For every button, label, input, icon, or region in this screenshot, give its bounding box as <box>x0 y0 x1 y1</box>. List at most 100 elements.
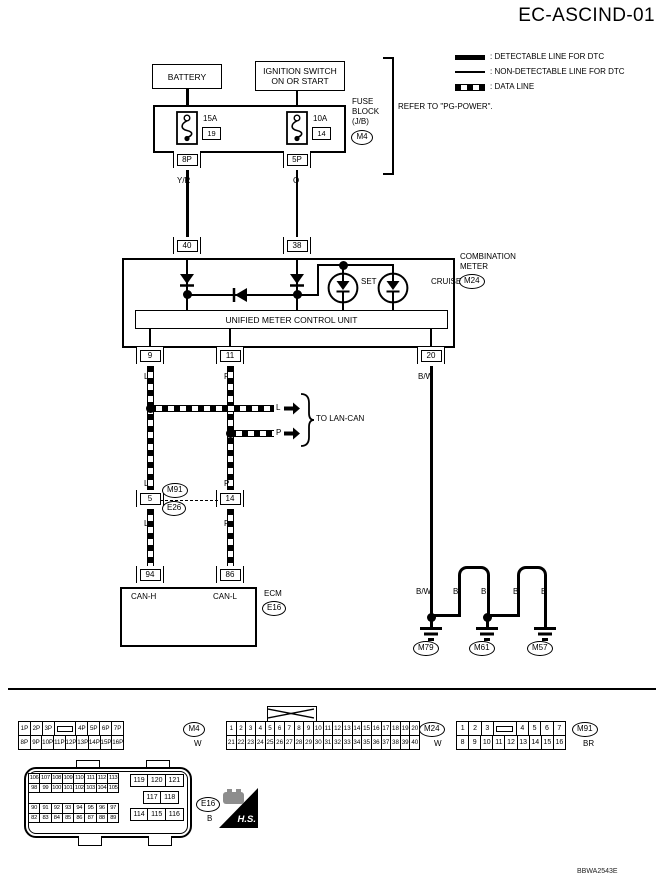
lan-p-label: P <box>276 428 282 437</box>
pin-cell: 4 <box>515 722 528 735</box>
pin-cell: 117 <box>142 791 162 804</box>
pin-cell: 30 <box>312 736 323 749</box>
fuse-section-bracket <box>383 57 394 175</box>
pin-cell: 1P <box>19 722 30 735</box>
ground-oval-m79: M79 <box>413 641 439 656</box>
meter-name-line2: METER <box>460 262 488 271</box>
meter-cross-line <box>187 293 319 296</box>
lan-brace <box>300 393 315 447</box>
ground-symbol-m79 <box>420 627 442 641</box>
pin-cell: 11 <box>322 722 333 735</box>
pin-cell: 5 <box>527 722 541 735</box>
combination-meter-box <box>122 258 455 348</box>
junction-dot-l <box>146 403 155 413</box>
pin-cell: 22 <box>235 736 246 749</box>
pin-cell: 105 <box>106 782 120 794</box>
pin-cell: 16 <box>552 736 565 749</box>
pin-cell: 12P <box>64 736 77 749</box>
inline-connector-link <box>160 500 218 501</box>
pin-cell: 15 <box>540 736 553 749</box>
wire-b-label-3: B <box>513 587 519 596</box>
hs-connector-glyph-bump1 <box>227 789 232 793</box>
wire-l-label-3: L <box>144 519 148 529</box>
indicator-feed-line <box>317 264 394 266</box>
pin-cell: 116 <box>164 808 184 821</box>
ground-symbol-m61 <box>476 627 498 641</box>
wire-bw-label-2: B/W <box>416 587 432 596</box>
e16-top-tab-2 <box>146 760 170 770</box>
pin-cell: 120 <box>147 774 167 787</box>
pin-cell: 9 <box>303 722 313 735</box>
data-line-p-branch <box>230 429 274 437</box>
pin-cell: 38 <box>390 736 400 749</box>
pin-cell: 10P <box>41 736 54 749</box>
data-line-p-lower <box>227 509 234 569</box>
pin-cell: 35 <box>361 736 371 749</box>
wire-l-label-2: L <box>144 479 149 488</box>
pin-cell: 14P <box>88 736 100 749</box>
pin-cell: 34 <box>351 736 362 749</box>
ignition-line2: ON OR START <box>271 76 329 86</box>
legend-nondetectable-line-sample <box>455 71 485 73</box>
ecm-label: ECM <box>264 589 282 598</box>
pin-cell: 2 <box>235 722 246 735</box>
pin-cell: 16 <box>370 722 381 735</box>
pin-cell: 114 <box>129 808 149 821</box>
fuse2-rating: 10A <box>313 114 328 123</box>
meter-name-line1: COMBINATION <box>460 252 516 261</box>
wire-p-label-2: P <box>224 479 230 488</box>
pin-cell: 13P <box>76 736 89 749</box>
pin-cell: 12 <box>332 722 342 735</box>
pin-cell: 9 <box>468 736 481 749</box>
footer-m4-color: W <box>194 739 202 748</box>
pin-cell: 6 <box>540 722 553 735</box>
pin-cell: 25 <box>264 736 275 749</box>
document-code: BBWA2543E <box>577 868 618 875</box>
pin-cell: 13 <box>516 736 529 749</box>
set-drop-top <box>342 264 344 274</box>
legend-detectable-label: : DETECTABLE LINE FOR DTC <box>490 52 605 61</box>
diode-down-left-icon <box>180 274 194 287</box>
arrow-right-p-icon <box>284 427 300 440</box>
diode-left-icon <box>232 288 247 302</box>
pin-cell: 1 <box>457 722 469 735</box>
pin-8p: 8P <box>173 151 201 168</box>
cruise-indicator-icon <box>377 272 409 304</box>
wire-o-label: O <box>293 176 300 185</box>
pin-9: 9 <box>136 347 164 364</box>
harness-side-icon: H.S. <box>219 788 258 828</box>
wire-yr-label: Y/R <box>177 176 191 185</box>
pin-5p: 5P <box>283 151 311 168</box>
pin-14: 14 <box>216 490 244 507</box>
footer-m4-oval: M4 <box>183 722 205 737</box>
pin-cell <box>493 722 516 735</box>
pin-cell: 119 <box>129 774 149 787</box>
junction-dot-40 <box>183 290 192 299</box>
wire-bw-label-1: B/W <box>418 372 434 381</box>
pin-cell: 39 <box>399 736 410 749</box>
meter-connector-oval: M24 <box>459 274 485 289</box>
fuse-block-line1: FUSE <box>352 97 374 106</box>
pin-cell: 20 <box>409 722 420 735</box>
refer-note: REFER TO "PG-POWER". <box>398 102 493 111</box>
pin-cell: 7 <box>283 722 294 735</box>
pin-cell: 16P <box>111 736 124 749</box>
pin-cell: 12 <box>504 736 517 749</box>
wire-b-label-2: B <box>481 587 487 596</box>
hs-connector-glyph-bump2 <box>236 789 241 793</box>
pin-cell: 19 <box>399 722 410 735</box>
footer-e16-color: B <box>207 814 213 823</box>
ground-oval-m61: M61 <box>469 641 495 656</box>
wire-b-label-4: B <box>541 587 547 596</box>
footer-m24-oval: M24 <box>419 722 445 737</box>
fuse2-icon <box>286 111 308 145</box>
pin-cell: 14 <box>528 736 541 749</box>
e26-oval: E26 <box>162 501 187 516</box>
pin-cell: 17 <box>380 722 391 735</box>
m91-oval: M91 <box>162 483 188 498</box>
